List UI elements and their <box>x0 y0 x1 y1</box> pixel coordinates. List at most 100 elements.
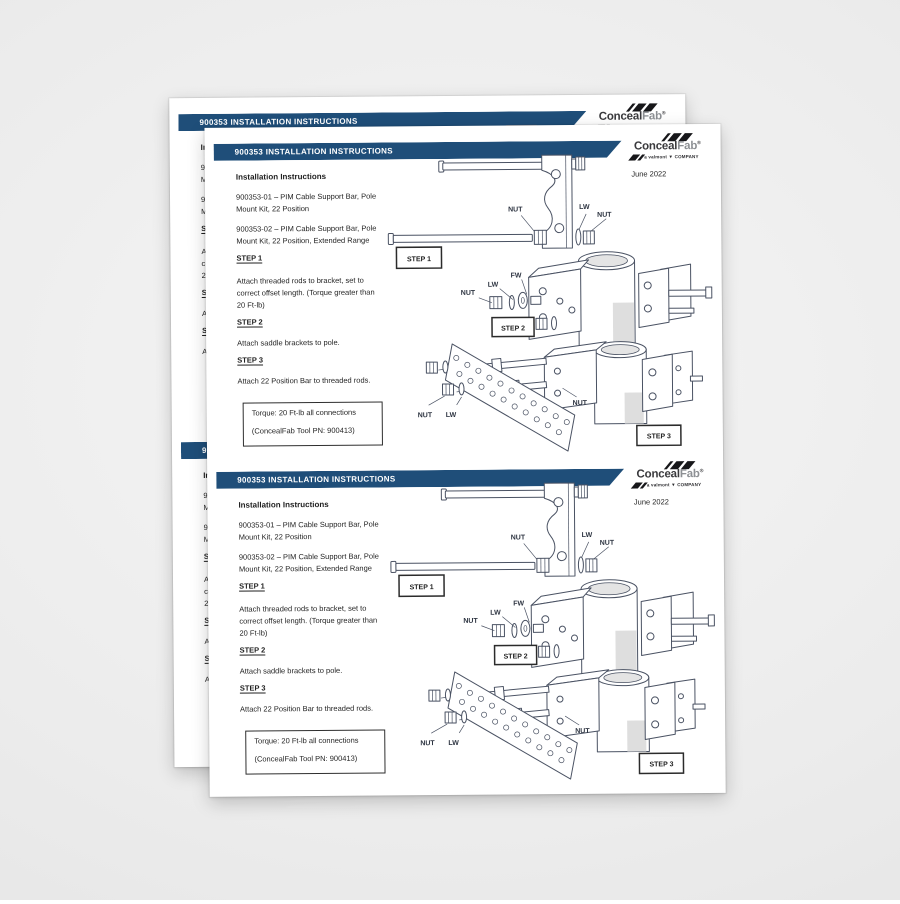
nut-label: NUT <box>575 728 590 735</box>
nut-label: NUT <box>461 290 476 297</box>
torque-note-line-2: (ConcealFab Tool PN: 900413) <box>254 754 357 764</box>
torque-note-box: Torque: 20 Ft-lb all connections (Concea… <box>245 730 385 775</box>
pole-inner-wall <box>588 583 630 595</box>
step-1-text-line-2: correct offset length. (Torque greater t… <box>239 615 377 628</box>
leader-line <box>457 397 462 405</box>
product-2-line-1: 900353-02 – PIM Cable Support Bar, Pole <box>239 551 379 564</box>
leader-line <box>579 214 586 229</box>
nut-label: NUT <box>511 534 526 541</box>
flat-washer <box>521 620 530 636</box>
nut-label: NUT <box>420 740 435 747</box>
diagram-canvas: NUT LW NUT STEP 1 <box>375 150 717 471</box>
hex-nut <box>576 157 585 170</box>
pole-shading <box>615 631 636 675</box>
saddle-hole <box>651 697 658 704</box>
product-1-paragraph: 900353-01 – PIM Cable Support Bar, Pole … <box>236 191 376 216</box>
pole-inner-wall <box>585 255 627 267</box>
instruction-copy: 900353 INSTALLATION INSTRUCTIONS Conceal… <box>205 140 724 474</box>
nut-label: NUT <box>600 540 615 547</box>
bracket-hole <box>555 390 561 396</box>
lock-washer <box>445 689 450 701</box>
rod-end-cap <box>388 233 393 244</box>
leader-line <box>459 725 464 733</box>
bracket-hole <box>554 368 560 374</box>
bracket-hole <box>557 552 566 561</box>
step-1-tag: STEP 1 <box>410 584 434 591</box>
bolt-stud <box>531 296 541 304</box>
leader-line <box>594 547 609 559</box>
hex-nut <box>583 231 594 244</box>
washer <box>572 159 576 169</box>
step-1-text: Attach threaded rods to bracket, set to … <box>237 275 375 312</box>
saddle-ear-front <box>645 682 675 739</box>
bolt-head <box>676 366 681 371</box>
saddle-hole <box>644 282 651 289</box>
saddle-hole <box>649 393 656 400</box>
bolt-head <box>679 718 684 723</box>
saddle-ear-front <box>641 596 671 655</box>
hex-nut <box>445 712 456 723</box>
threaded-rod-bottom <box>393 234 532 242</box>
lw-label: LW <box>582 532 593 539</box>
torque-note-box: Torque: 20 Ft-lb all connections (Concea… <box>243 402 383 447</box>
threaded-rod <box>669 290 709 296</box>
hex-nut <box>426 362 437 373</box>
intro-heading: Installation Instructions <box>238 499 328 512</box>
product-2-line-2: Mount Kit, 22 Position, Extended Range <box>236 235 376 248</box>
step-1-text-line-1: Attach threaded rods to bracket, set to <box>237 275 375 288</box>
pole-inner-wall <box>604 673 642 683</box>
product-1-line-2: Mount Kit, 22 Position <box>236 203 376 216</box>
flat-washer <box>518 292 527 308</box>
step-3-tag: STEP 3 <box>647 433 671 440</box>
threaded-rod-top <box>443 162 543 170</box>
product-2-paragraph: 900353-02 – PIM Cable Support Bar, Pole … <box>236 223 376 248</box>
registered-mark: ® <box>697 140 701 146</box>
washer <box>574 487 578 497</box>
step-3-label: STEP 3 <box>240 683 266 692</box>
diagram-canvas: NUT LW NUT STEP 1 <box>377 478 719 797</box>
hex-nut <box>534 230 546 244</box>
hex-nut <box>536 318 547 329</box>
bracket-hole <box>554 498 563 507</box>
bolt-head <box>676 390 681 395</box>
registered-mark: ® <box>662 110 666 116</box>
lock-washer <box>554 645 559 658</box>
bolt-head <box>557 298 563 304</box>
bracket-hole <box>557 696 563 702</box>
threaded-rod <box>671 636 696 641</box>
lock-washer <box>576 229 581 245</box>
lw-label: LW <box>488 282 499 289</box>
torque-note-line-1: Torque: 20 Ft-lb all connections <box>254 736 358 746</box>
leader-line <box>582 542 589 557</box>
saddle-ear-front <box>639 268 669 327</box>
step-1-tag: STEP 1 <box>407 256 431 263</box>
product-2-line-1: 900353-02 – PIM Cable Support Bar, Pole <box>236 223 376 236</box>
lock-washer <box>443 361 448 373</box>
step-1-text-line-2: correct offset length. (Torque greater t… <box>237 287 375 300</box>
torque-note-line-1: Torque: 20 Ft-lb all connections <box>252 408 356 418</box>
hex-nut <box>708 615 714 626</box>
saddle-hole <box>649 369 656 376</box>
pole-bracket-plate <box>547 678 599 738</box>
step-1-text-line-3: 20 Ft-lb) <box>239 627 377 640</box>
product-1-line-1: 900353-01 – PIM Cable Support Bar, Pole <box>236 191 376 204</box>
bolt-head <box>571 635 577 641</box>
saddle-hole <box>644 305 651 312</box>
nut-label: NUT <box>573 400 588 407</box>
bolt-head <box>569 307 575 313</box>
torque-note-line-2: (ConcealFab Tool PN: 900413) <box>252 426 355 436</box>
lw-label: LW <box>579 204 590 211</box>
pole-shading <box>613 303 634 347</box>
lw-label: LW <box>490 610 501 617</box>
saddle-hole <box>652 721 659 728</box>
bolt-head <box>559 626 565 632</box>
step3-diagram: NUT LW NUT STEP 3 <box>420 669 706 780</box>
step-1-text-line-3: 20 Ft-lb) <box>237 299 375 312</box>
hex-nut <box>537 558 549 572</box>
nut-label: NUT <box>508 206 523 213</box>
registered-mark: ® <box>700 468 704 474</box>
step-1-label: STEP 1 <box>236 253 262 262</box>
nut-label: NUT <box>597 212 612 219</box>
hex-nut <box>706 287 712 298</box>
